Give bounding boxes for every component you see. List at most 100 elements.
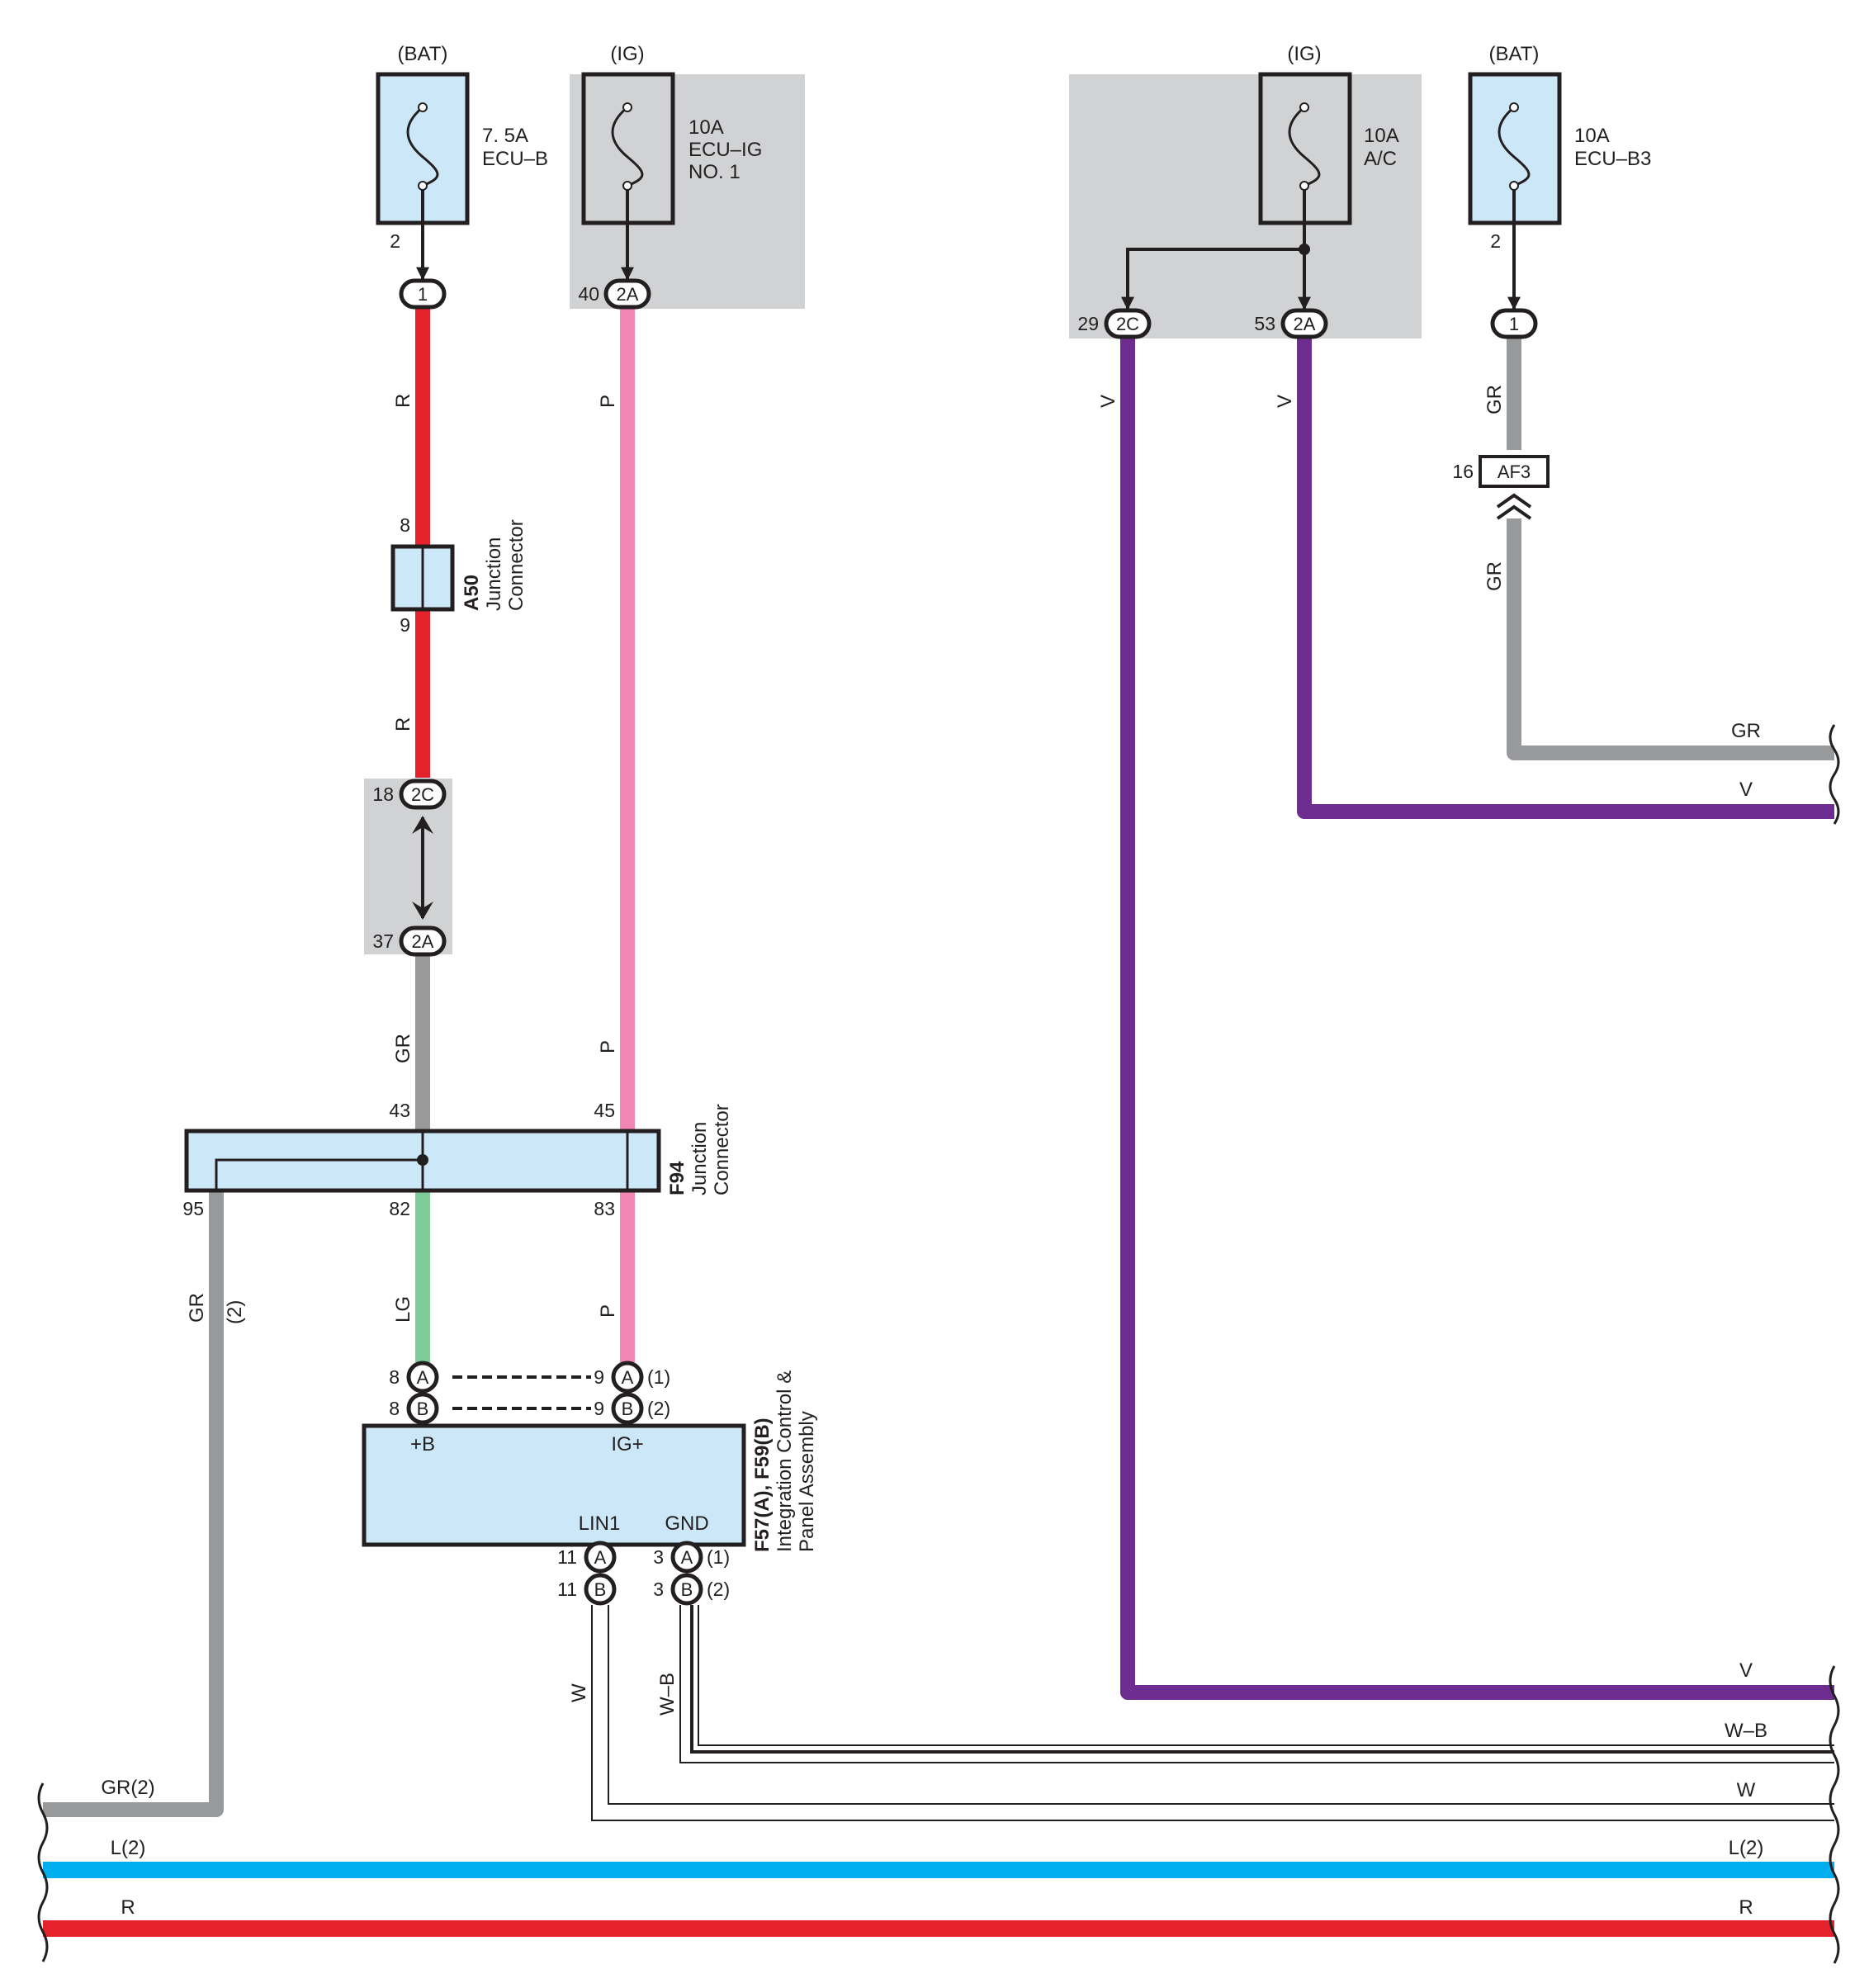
edge-label-l2: L(2) [1729, 1837, 1764, 1859]
pin-note: (1) [647, 1366, 670, 1388]
edge-label-gr: GR [1731, 720, 1761, 742]
ecu-desc-line2: Panel Assembly [796, 1411, 818, 1552]
af3-pin: 16 [1452, 461, 1474, 482]
f94-junction-connector: 43 45 95 82 83 F94 Junction Connector [182, 1100, 733, 1219]
pin-letter: A [417, 1367, 429, 1388]
fuse-pin: 40 [578, 283, 599, 305]
fuse-name: ECU–IG [688, 139, 762, 161]
fuse-terminal [419, 103, 427, 111]
wire-label-v: V [1097, 395, 1119, 408]
splice-dot [1299, 244, 1310, 255]
fuse-name-line2: NO. 1 [688, 161, 741, 183]
wire-label-gr: GR [186, 1293, 208, 1323]
a50-desc-line1: Junction [483, 537, 505, 611]
a50-desc-line2: Connector [505, 519, 528, 611]
fuse-rating: 7. 5A [482, 125, 528, 147]
wire-label-gr: GR [392, 1034, 414, 1063]
fuse-ecu-b3 [1470, 74, 1559, 309]
af3-chevron-icon [1498, 495, 1531, 518]
pin-note: (2) [707, 1579, 730, 1600]
f94-splice-dot [417, 1154, 428, 1166]
connector-label: 2C [411, 784, 434, 805]
fuse-pin: 2 [390, 230, 400, 252]
connector-label: 2A [617, 284, 639, 305]
edge-label-w: W [1737, 1779, 1756, 1801]
pin-letter: B [594, 1579, 607, 1600]
af3-connector: AF3 16 [1452, 457, 1548, 518]
terminal-lin1: LIN1 [579, 1512, 621, 1535]
a50-pin-bottom: 9 [400, 614, 410, 636]
wire-gr-2 [43, 1191, 216, 1810]
fuse-terminal [1300, 103, 1308, 111]
terminal-plus-b: +B [410, 1433, 435, 1456]
a50-pin-top: 8 [400, 514, 410, 536]
f94-pin: 45 [594, 1100, 615, 1121]
break-marks [39, 725, 1838, 1963]
fuse-name: ECU–B3 [1574, 148, 1651, 170]
fuse-source-label: (BAT) [398, 43, 448, 65]
connector-pin: 18 [372, 783, 394, 805]
wire-label-note: (2) [224, 1300, 246, 1324]
af3-code: AF3 [1498, 462, 1531, 482]
ecu-desc-line1: Integration Control & [774, 1370, 796, 1552]
pin-number: 11 [557, 1546, 577, 1568]
edge-label-v: V [1739, 779, 1753, 801]
edge-label-gr2: GR(2) [101, 1777, 154, 1799]
wire-wb-outer [680, 1605, 1834, 1763]
f94-code: F94 [666, 1161, 688, 1195]
fuse-rating: 10A [1574, 125, 1610, 147]
wire-label-wb: W–B [656, 1673, 679, 1716]
fuse-terminal [1300, 182, 1308, 190]
wire-gr-right-lower [1514, 518, 1834, 753]
fuse-pin: 2 [1490, 230, 1501, 252]
pin-letter: A [594, 1547, 607, 1568]
break-right-bottom [1830, 1666, 1838, 1963]
fuse-name: ECU–B [482, 148, 548, 170]
connector-label: 1 [1509, 314, 1519, 334]
edge-label-v: V [1739, 1659, 1753, 1682]
fuse-source-label: (BAT) [1489, 43, 1540, 65]
fuse-pin: 53 [1254, 313, 1275, 334]
f94-desc-line1: Junction [688, 1122, 711, 1195]
fuse-terminal [419, 182, 427, 190]
pin-number: 9 [594, 1398, 604, 1419]
thin-wires [592, 1605, 1834, 1820]
fuse-rating: 10A [1364, 125, 1399, 147]
wire-label-r: R [392, 717, 414, 731]
ig-fuse-shade-right [1069, 74, 1422, 338]
wire-wb-mid [698, 1605, 1834, 1745]
connector-label: 2A [412, 931, 434, 952]
fuse-terminal [1510, 182, 1518, 190]
f94-desc-line2: Connector [711, 1104, 733, 1195]
edge-label-l2: L(2) [111, 1837, 146, 1859]
integration-control-panel-assembly: A 8 A 9 (1) B 8 B 9 (2) +B IG+ LIN1 GN… [364, 1363, 818, 1603]
pin-letter: B [622, 1399, 634, 1419]
fuse-source-label: (IG) [1287, 43, 1321, 65]
f94-pin: 43 [389, 1100, 410, 1121]
connector-label: 1 [418, 284, 428, 305]
a50-junction-connector: 8 9 A50 Junction Connector [393, 514, 528, 636]
pin-number: 8 [389, 1398, 400, 1419]
fuse-source-label: (IG) [610, 43, 644, 65]
ecu-code: F57(A), F59(B) [751, 1418, 774, 1552]
edge-label-r: R [121, 1896, 135, 1919]
wire-label-lg: LG [392, 1296, 414, 1323]
fuse-terminal [623, 182, 632, 190]
fuse-terminal [1510, 103, 1518, 111]
pin-note: (1) [707, 1546, 730, 1568]
pin-letter: B [417, 1399, 429, 1419]
connector-label: 2C [1116, 314, 1139, 334]
pin-note: (2) [647, 1398, 670, 1419]
wire-v-left [1128, 337, 1834, 1692]
wires [43, 307, 1834, 1929]
a50-code: A50 [461, 575, 483, 611]
wire-label-gr: GR [1483, 561, 1506, 591]
edge-label-r: R [1739, 1896, 1753, 1919]
pin-number: 3 [653, 1579, 664, 1600]
pin-number: 11 [557, 1579, 577, 1600]
fuse-terminal [623, 103, 632, 111]
edge-labels: GR V V W–B W GR(2) L(2) L(2) R R [101, 720, 1767, 1919]
wire-label-gr: GR [1483, 385, 1506, 414]
pin-letter: A [681, 1547, 693, 1568]
